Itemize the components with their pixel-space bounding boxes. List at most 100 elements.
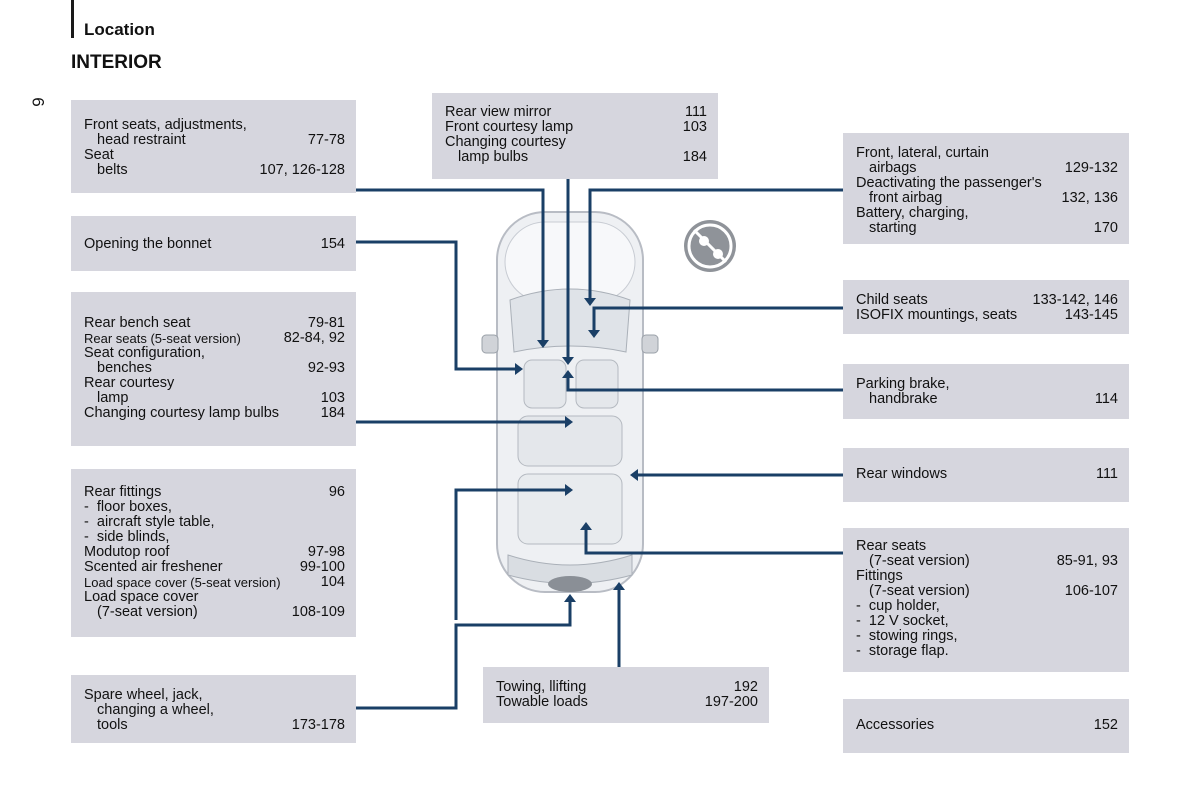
- box-mirror: Rear view mirror 111 Front courtesy lamp 1…: [432, 93, 718, 179]
- rear-bench-r1-page: 79-81: [307, 315, 345, 331]
- leader-parking-brake: [566, 378, 845, 392]
- leader-rear-seats7: [584, 530, 845, 555]
- airbags-r6-page: 170: [1093, 220, 1118, 236]
- front-seats-r4: belts: [97, 162, 128, 178]
- child-seats-r1: Child seats: [856, 292, 928, 308]
- towing-r2: Towable loads: [496, 694, 588, 710]
- rear-bench-r7: Changing courtesy lamp bulbs: [84, 405, 280, 421]
- front-seats-r4-page: 107, 126-128: [259, 162, 345, 178]
- rear-fittings-r9: (7-seat version): [97, 604, 198, 620]
- leader-child-seats: [592, 306, 845, 330]
- rear-windows-r1: Rear windows: [856, 466, 948, 482]
- rear-bench-r4-page: 92-93: [307, 360, 345, 376]
- rear-fittings-r1: Rear fittings: [84, 484, 162, 500]
- box-spare-wheel: Spare wheel, jack, changing a wheel, too…: [71, 675, 356, 743]
- leader-bonnet: [356, 240, 515, 371]
- towing-r1: Towing, llifting: [496, 679, 587, 695]
- box-bonnet: Opening the bonnet 154: [71, 216, 356, 271]
- rear-seats7-r2-page: 85-91, 93: [1056, 553, 1118, 569]
- airbags-r6: starting: [869, 220, 917, 236]
- box-accessories: Accessories 152: [843, 699, 1129, 753]
- front-seats-r2-page: 77-78: [307, 132, 345, 148]
- airbags-r4: front airbag: [869, 190, 943, 206]
- child-seats-r2-page: 143-145: [1064, 307, 1118, 323]
- rear-fittings-r6-page: 99-100: [299, 559, 345, 575]
- parking-brake-r2-page: 114: [1094, 391, 1118, 407]
- vehicle-top-view: [481, 211, 659, 593]
- spare-wheel-r1: Spare wheel, jack,: [84, 687, 203, 703]
- mirror-r4: lamp bulbs: [458, 149, 529, 165]
- rear-seats7-r4-page: 106-107: [1064, 583, 1118, 599]
- mirror-r4-page: 184: [682, 149, 707, 165]
- mirror-r3: Changing courtesy: [445, 134, 566, 150]
- towing-r2-page: 197-200: [704, 694, 758, 710]
- box-towing: Towing, llifting 192 Towable loads 197-200: [483, 667, 769, 723]
- spare-wheel-r3: tools: [97, 717, 128, 733]
- rear-windows-r1-page: 111: [1095, 466, 1118, 482]
- parking-brake-r2: handbrake: [869, 391, 938, 407]
- towing-r1-page: 192: [733, 679, 758, 695]
- airbags-r2: airbags: [869, 160, 917, 176]
- rear-bench-r6-page: 103: [320, 390, 345, 406]
- box-rear-fittings: Rear fittings 96 - floor boxes, - aircraf…: [71, 469, 356, 637]
- rear-bench-r6: lamp: [97, 390, 129, 406]
- leader-spare-wheel: [356, 602, 572, 710]
- front-seats-r2: head restraint: [97, 132, 186, 148]
- rear-fittings-r9-page: 108-109: [291, 604, 345, 620]
- rear-fittings-r7-page: 104: [320, 574, 345, 590]
- rear-bench-r2-page: 82-84, 92: [283, 330, 345, 346]
- rear-fittings-r4: - side blinds,: [84, 529, 170, 545]
- airbags-r4-page: 132, 136: [1061, 190, 1118, 206]
- mirror-r1: Rear view mirror: [445, 104, 552, 120]
- airbags-r3: Deactivating the passenger's: [856, 175, 1042, 191]
- airbags-r2-page: 129-132: [1064, 160, 1118, 176]
- rear-fittings-r6: Scented air freshener: [84, 559, 223, 575]
- section-label: Location: [84, 20, 155, 39]
- box-airbags: Front, lateral, curtain airbags 129-132 D…: [843, 133, 1129, 244]
- mirror-r2: Front courtesy lamp: [445, 119, 574, 135]
- bonnet-r1: Opening the bonnet: [84, 236, 212, 252]
- airbags-r5: Battery, charging,: [856, 205, 969, 221]
- rear-fittings-r3: - aircraft style table,: [84, 514, 215, 530]
- rear-bench-r4: benches: [97, 360, 152, 376]
- rear-seats7-r7: - stowing rings,: [856, 628, 958, 644]
- rear-seats7-r4: (7-seat version): [869, 583, 970, 599]
- rear-seats7-r8: - storage flap.: [856, 643, 949, 659]
- rear-bench-r3: Seat configuration,: [84, 345, 205, 361]
- spare-wheel-r3-page: 173-178: [291, 717, 345, 733]
- rear-seats7-r1: Rear seats: [856, 538, 927, 554]
- front-seats-r1: Front seats, adjustments,: [84, 117, 247, 133]
- mirror-r2-page: 103: [682, 119, 707, 135]
- rear-fittings-r2: - floor boxes,: [84, 499, 172, 515]
- child-seats-r2: ISOFIX mountings, seats: [856, 307, 1018, 323]
- page-title: INTERIOR: [71, 52, 162, 73]
- rear-seats7-r5: - cup holder,: [856, 598, 940, 614]
- box-front-seats: Front seats, adjustments, head restraint…: [71, 100, 356, 193]
- rear-bench-r1: Rear bench seat: [84, 315, 191, 331]
- airbags-r1: Front, lateral, curtain: [856, 145, 989, 161]
- box-parking-brake: Parking brake, handbrake 114: [843, 364, 1129, 419]
- mirror-r1-page: 111: [684, 104, 707, 120]
- leader-front-seats: [356, 188, 545, 340]
- rear-fittings-r5-page: 97-98: [307, 544, 345, 560]
- leader-airbags: [588, 188, 845, 298]
- rear-bench-r7-page: 184: [320, 405, 345, 421]
- airbag-off-icon: [684, 220, 736, 272]
- bonnet-r1-page: 154: [320, 236, 345, 252]
- rear-fittings-r1-page: 96: [328, 484, 345, 500]
- rear-fittings-r5: Modutop roof: [84, 544, 170, 560]
- accessories-r1: Accessories: [856, 717, 935, 733]
- box-rear-windows: Rear windows 111: [843, 448, 1129, 502]
- rear-seats7-r6: - 12 V socket,: [856, 613, 949, 629]
- rear-bench-r5: Rear courtesy: [84, 375, 175, 391]
- parking-brake-r1: Parking brake,: [856, 376, 950, 392]
- front-seats-r3: Seat: [84, 147, 114, 163]
- accessories-r1-page: 152: [1093, 717, 1118, 733]
- rear-seats7-r3: Fittings: [856, 568, 903, 584]
- rear-seats7-r2: (7-seat version): [869, 553, 970, 569]
- box-rear-seats7: Rear seats (7-seat version) 85-91, 93 Fit…: [843, 528, 1129, 672]
- rear-fittings-r8: Load space cover: [84, 589, 199, 605]
